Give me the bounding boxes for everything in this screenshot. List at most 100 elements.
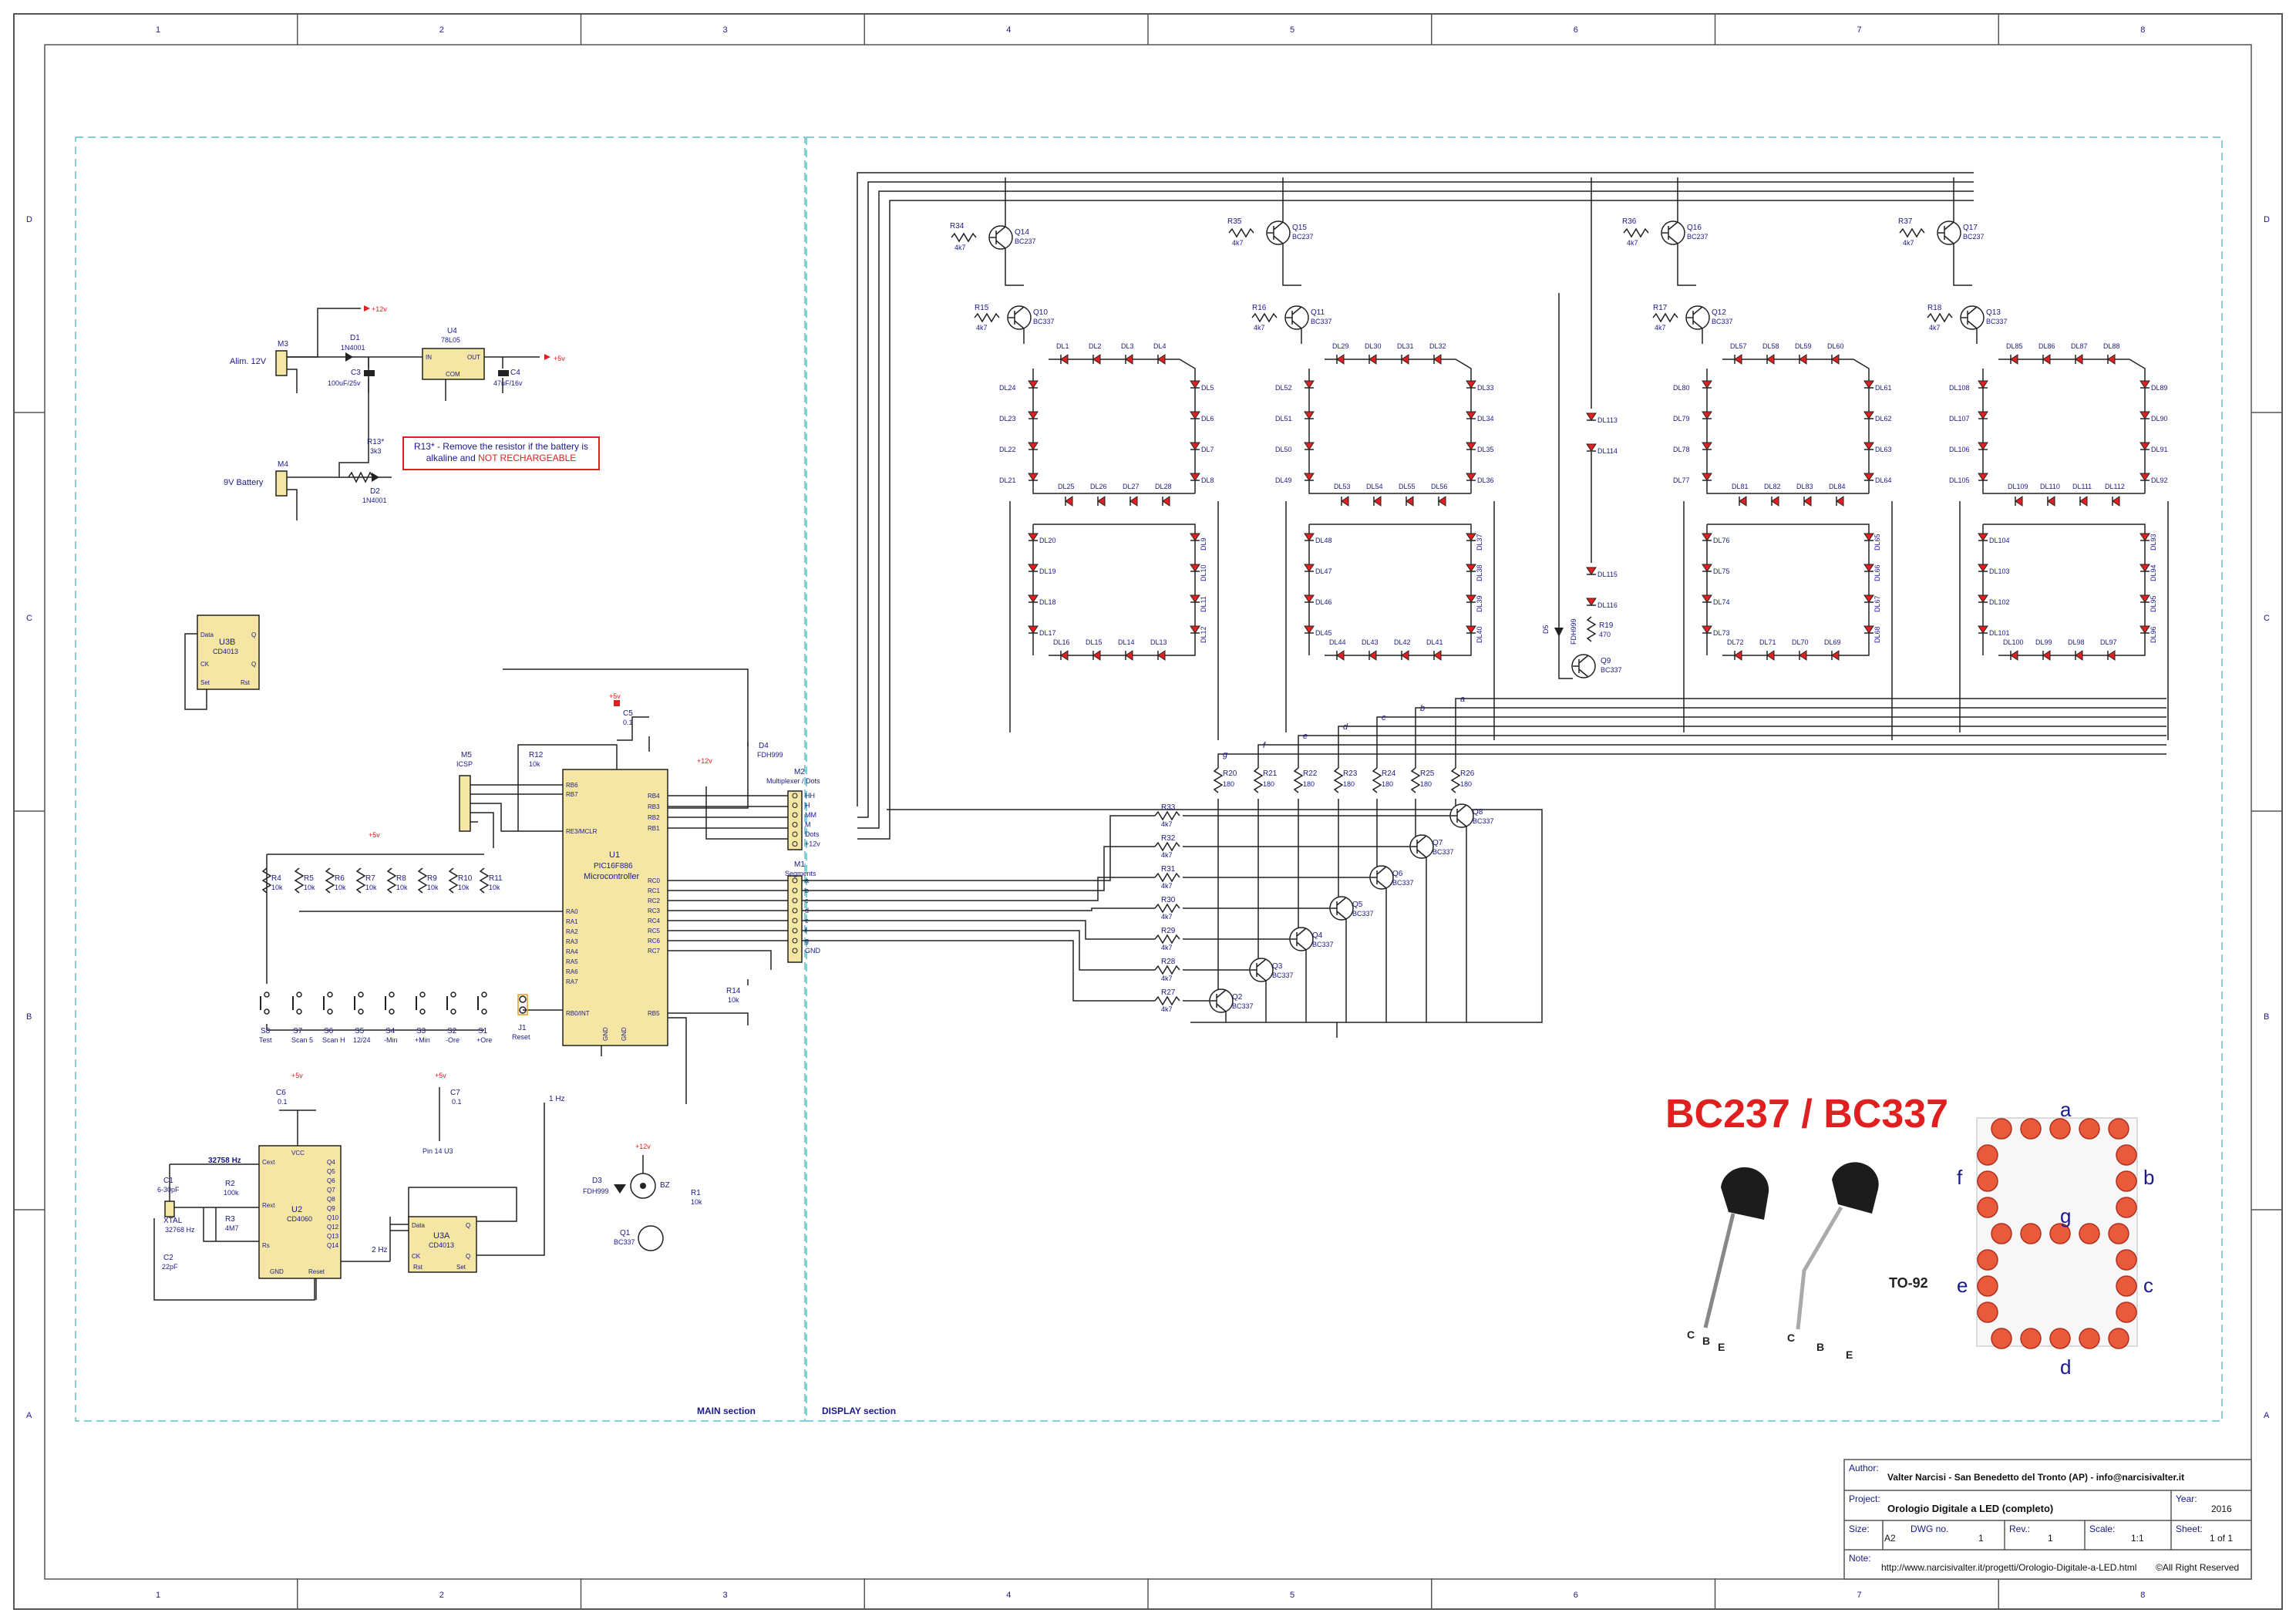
led-label: DL37 xyxy=(1476,534,1483,551)
u2-out: Q13 xyxy=(327,1233,339,1240)
pullup-ref: R8 xyxy=(396,874,406,883)
led-label: DL96 xyxy=(2150,626,2157,643)
tb-note: http://www.narcisivalter.it/progetti/Oro… xyxy=(1881,1562,2137,1573)
led-label: DL108 xyxy=(1949,384,1970,392)
segment-legend-dot xyxy=(2020,1328,2042,1349)
crystal-xtal xyxy=(164,1200,175,1217)
led-label: DL84 xyxy=(1829,483,1846,490)
segment-resistor xyxy=(1372,767,1382,793)
led-segment-e xyxy=(1702,564,1712,572)
led-label: DL7 xyxy=(1201,446,1214,453)
diode-d3 xyxy=(614,1184,626,1194)
v12-label: +12v xyxy=(372,305,387,313)
resistor-top xyxy=(951,232,977,243)
led-segment-g xyxy=(1373,496,1382,507)
led-label: DL81 xyxy=(1732,483,1749,490)
seg-drv-q-val: BC337 xyxy=(1232,1002,1254,1010)
led-label: DL14 xyxy=(1118,638,1135,646)
switch-fn: Test xyxy=(259,1036,272,1044)
top-transistor-ref: Q15 xyxy=(1292,224,1307,232)
u4-label: U4 xyxy=(447,327,457,335)
led-label: DL55 xyxy=(1399,483,1416,490)
m1-ref: M1 xyxy=(794,860,805,869)
c3-label: C3 xyxy=(351,369,361,377)
mid-transistor-val: BC337 xyxy=(1311,318,1332,325)
u2-vcc: VCC xyxy=(291,1150,305,1157)
led-segment-b xyxy=(2139,411,2150,419)
r13-note-line1: R13* - Remove the resistor if the batter… xyxy=(413,441,589,452)
r2-ref: R2 xyxy=(225,1180,235,1188)
led-segment-b xyxy=(1466,380,1476,389)
led-label: DL58 xyxy=(1762,342,1779,350)
led-label: DL11 xyxy=(1200,596,1207,612)
power-input-label: Alim. 12V xyxy=(230,357,267,366)
row-label-right: C xyxy=(2264,614,2270,623)
pin-c-2: C xyxy=(1787,1332,1795,1344)
bz-v12: +12v xyxy=(635,1143,651,1150)
led-segment-d xyxy=(1092,650,1101,661)
segment-driver-resistor xyxy=(1154,810,1180,821)
led-segment-a xyxy=(1336,354,1345,365)
led-label: DL109 xyxy=(2008,483,2028,490)
u3b-pin-data: Data xyxy=(200,631,214,638)
led-label: DL54 xyxy=(1366,483,1383,490)
u1-right-pin: RB5 xyxy=(648,1010,660,1017)
segment-a-label: a xyxy=(2060,1098,2072,1121)
u3b-part: CD4013 xyxy=(213,648,238,655)
led-label: DL71 xyxy=(1759,638,1776,646)
led-segment-g xyxy=(1341,496,1349,507)
led-label: DL105 xyxy=(1949,476,1970,484)
seg-drv-q-ref: Q4 xyxy=(1312,931,1323,940)
segment-resistor xyxy=(1333,767,1344,793)
led-label: DL87 xyxy=(2071,342,2088,350)
tb-size-label: Size: xyxy=(1849,1524,1870,1534)
led-segment-f xyxy=(1304,411,1315,419)
segment-c-label: c xyxy=(2143,1274,2153,1297)
top-transistor-ref: Q17 xyxy=(1963,224,1978,232)
row-label-left: A xyxy=(26,1411,32,1420)
led-label: DL39 xyxy=(1476,595,1483,612)
led-label: DL104 xyxy=(1989,537,2010,544)
led-segment-c xyxy=(1190,533,1200,541)
u1-left-pin: RE3/MCLR xyxy=(566,828,598,835)
u2-out: Q8 xyxy=(327,1196,335,1203)
q9-ref: Q9 xyxy=(1601,657,1611,665)
c1-ref: C1 xyxy=(163,1177,173,1185)
seg-res-val: 180 xyxy=(1263,780,1274,788)
resistor-mid xyxy=(974,312,1000,323)
top-resistor-val: 4k7 xyxy=(1232,239,1244,247)
led-segment-e xyxy=(1028,625,1039,634)
jumper-j1 xyxy=(517,994,528,1015)
switch-contact xyxy=(450,992,456,998)
tb-rights: ©All Right Reserved xyxy=(2156,1562,2240,1573)
tb-size: A2 xyxy=(1884,1533,1896,1544)
mid-resistor-val: 4k7 xyxy=(976,324,988,332)
col-label-top: 3 xyxy=(723,25,728,35)
mid-transistor-val: BC337 xyxy=(1986,318,2008,325)
mid-transistor-ref: Q12 xyxy=(1712,308,1726,317)
led-label: DL6 xyxy=(1201,415,1214,423)
led-label: DL32 xyxy=(1429,342,1446,350)
u2-part: CD4060 xyxy=(287,1215,312,1223)
u3b-pin-ck: CK xyxy=(200,661,210,668)
led-label: DL34 xyxy=(1477,415,1494,423)
r19-val: 470 xyxy=(1599,631,1611,638)
j1-fn: Reset xyxy=(512,1033,530,1041)
u1-right-pin: RC4 xyxy=(648,918,661,924)
led-segment-e xyxy=(1028,594,1039,603)
pullup-resistor xyxy=(448,867,459,894)
segment-legend-dot xyxy=(1977,1249,1998,1271)
led-label: DL4 xyxy=(1153,342,1167,350)
led-segment-e xyxy=(1304,625,1315,634)
segment-legend-dot xyxy=(2108,1223,2129,1244)
m2-pin: Dots xyxy=(805,830,820,838)
led-segment-f xyxy=(1702,411,1712,419)
q9-val: BC337 xyxy=(1601,666,1622,674)
led-segment-c xyxy=(1863,594,1874,603)
led-label: DL30 xyxy=(1365,342,1382,350)
led-label: DL22 xyxy=(999,446,1016,453)
u1-left-pin: RB7 xyxy=(566,791,578,798)
d3-ref: D3 xyxy=(592,1177,602,1185)
led-label: DL13 xyxy=(1150,638,1167,646)
